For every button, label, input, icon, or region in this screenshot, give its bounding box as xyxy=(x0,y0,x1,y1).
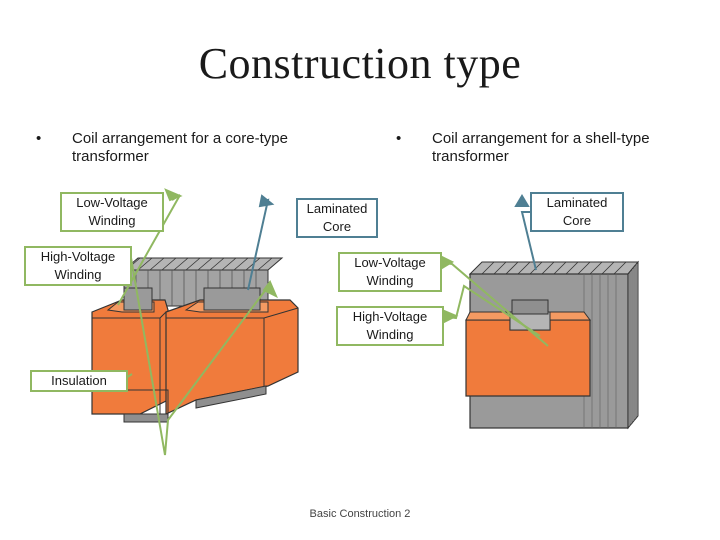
laminated-core-label: Laminated Core xyxy=(296,198,378,238)
bullet-marker: • xyxy=(36,130,42,147)
shell-low-voltage-label: Low-Voltage Winding xyxy=(338,252,442,292)
core-low-voltage-label: Low-Voltage Winding xyxy=(60,192,164,232)
laminated-core-right-arrow xyxy=(520,211,537,271)
shell-type-transformer xyxy=(465,260,640,430)
core-type-transformer xyxy=(91,257,299,423)
slide-footer: Basic Construction 2 xyxy=(309,508,411,520)
shell-high-voltage-label: High-Voltage Winding xyxy=(336,306,444,346)
bullet-marker: • xyxy=(396,130,402,147)
laminated-core-right-label: Laminated Core xyxy=(530,192,624,232)
core-high-voltage-arrow xyxy=(129,251,271,456)
core-high-voltage-label: High-Voltage Winding xyxy=(24,246,132,286)
shell-type-caption-text: Coil arrangement for a shell-type transf… xyxy=(432,130,650,165)
page-title: Construction type xyxy=(198,39,522,88)
core-type-caption-text: Coil arrangement for a core-type transfo… xyxy=(72,130,288,165)
insulation-label: Insulation xyxy=(30,370,128,392)
